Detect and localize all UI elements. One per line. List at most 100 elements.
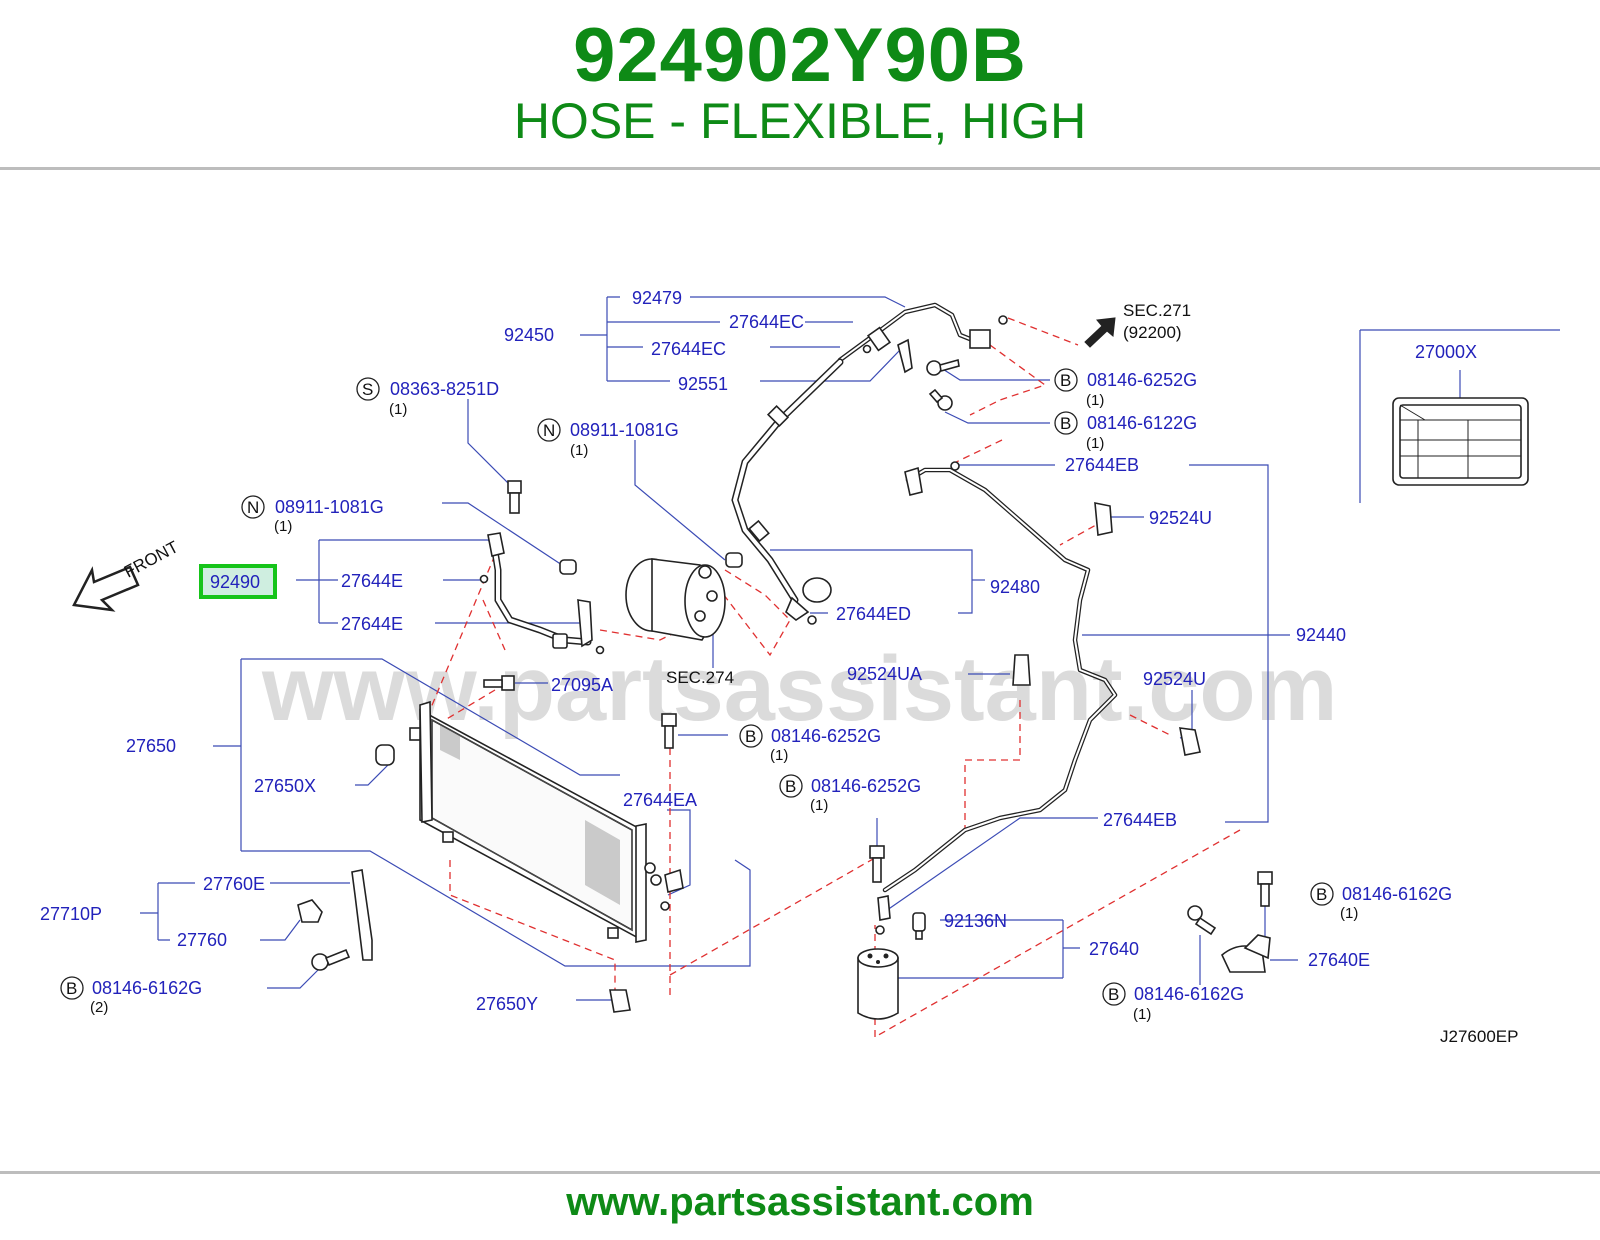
svg-text:(1): (1) [1086,392,1104,409]
bolt-icon [311,948,351,971]
callout-08911-1081G-a[interactable]: 08911-1081G [570,420,679,440]
part-number-title: 924902Y90B [573,13,1027,98]
front-label: FRONT [121,537,182,581]
callout-92490[interactable]: 92490 [210,572,260,592]
svg-text:(1): (1) [770,747,788,764]
svg-text:N: N [247,498,259,517]
badge-b [779,774,803,798]
callout-08146-6162G-a[interactable]: 08146-6162G [92,978,202,998]
callout-27650[interactable]: 27650 [126,736,176,756]
leader-lines [140,296,1560,1001]
callout-08146-6162G-b[interactable]: 08146-6162G [1342,884,1452,904]
callout-27644EC-a[interactable]: 27644EC [729,312,804,332]
svg-text:(1): (1) [1133,1006,1151,1023]
callout-08911-1081G-b[interactable]: 08911-1081G [275,497,384,517]
bolt-icon [928,388,953,411]
callout-08146-6122G[interactable]: 08146-6122G [1087,413,1197,433]
callout-27650X[interactable]: 27650X [254,776,316,796]
svg-text:(1): (1) [570,442,588,459]
callout-92524UA[interactable]: 92524UA [847,664,922,684]
callout-27644EA[interactable]: 27644EA [623,790,697,810]
svg-text:(1): (1) [389,401,407,418]
clip-icon [1012,654,1031,686]
parts-diagram: www.partsassistant.com [40,288,1560,1046]
footer-divider [0,1171,1600,1174]
svg-text:B: B [745,727,756,746]
callout-08146-6252G-c[interactable]: 08146-6252G [811,776,921,796]
callout-92480[interactable]: 92480 [990,577,1040,597]
badge-b [60,976,84,1000]
badge-b [739,724,763,748]
badge-b [1054,368,1078,392]
callout-92524U-a[interactable]: 92524U [1149,508,1212,528]
svg-text:(1): (1) [274,518,292,535]
badge-n [537,418,561,442]
callout-92450[interactable]: 92450 [504,325,554,345]
bolt-icon [507,480,522,514]
callout-08146-6252G-b[interactable]: 08146-6252G [771,726,881,746]
sensor-icon [297,899,323,923]
callout-27644EC-b[interactable]: 27644EC [651,339,726,359]
bracket-icon [351,869,373,961]
svg-text:B: B [66,979,77,998]
callout-92136N[interactable]: 92136N [944,911,1007,931]
washer-icon [559,559,577,575]
callout-27000X[interactable]: 27000X [1415,342,1477,362]
callout-27644ED[interactable]: 27644ED [836,604,911,624]
callout-27760E[interactable]: 27760E [203,874,265,894]
callout-08363-8251D[interactable]: 08363-8251D [390,379,499,399]
svg-text:B: B [1060,371,1071,390]
sec-274-label: SEC.274 [666,668,734,687]
callout-27644E-b[interactable]: 27644E [341,614,403,634]
callout-27644EB-a[interactable]: 27644EB [1065,455,1139,475]
highlight-box [199,564,277,599]
callout-92551[interactable]: 92551 [678,374,728,394]
clip-icon [1094,502,1113,536]
svg-text:B: B [1316,885,1327,904]
bolt-icon [1257,871,1273,907]
callout-27760[interactable]: 27760 [177,930,227,950]
bolt-icon [661,713,677,749]
callout-27095A[interactable]: 27095A [551,675,613,695]
bolt-icon [926,358,960,376]
callout-27650Y[interactable]: 27650Y [476,994,538,1014]
part-description: HOSE - FLEXIBLE, HIGH [513,93,1087,149]
badge-n [241,495,265,519]
washer-icon [725,552,743,568]
svg-text:B: B [785,777,796,796]
callout-27644E-a[interactable]: 27644E [341,571,403,591]
header-divider [0,167,1600,170]
svg-text:B: B [1060,414,1071,433]
callout-27640E[interactable]: 27640E [1308,950,1370,970]
sec-271-sub-label: (92200) [1123,323,1182,342]
compressor-icon [625,558,726,641]
callout-27640[interactable]: 27640 [1089,939,1139,959]
bolt-icon [483,675,515,691]
diagram-ref-code: J27600EP [1440,1027,1518,1046]
bolt-icon [869,845,885,883]
callout-92479[interactable]: 92479 [632,288,682,308]
footer-url[interactable]: www.partsassistant.com [566,1180,1034,1224]
callout-08146-6252G-a[interactable]: 08146-6252G [1087,370,1197,390]
clip-icon [1179,727,1201,756]
callout-92524U-b[interactable]: 92524U [1143,669,1206,689]
badge-b [1310,882,1334,906]
grommet-icon [609,989,631,1013]
callout-27644EB-b[interactable]: 27644EB [1103,810,1177,830]
header: 924902Y90B HOSE - FLEXIBLE, HIGH [0,0,1600,168]
callout-92440[interactable]: 92440 [1296,625,1346,645]
callout-27710P[interactable]: 27710P [40,904,102,924]
receiver-drier-icon [857,948,899,1020]
callout-08146-6162G-c[interactable]: 08146-6162G [1134,984,1244,1004]
bushing-icon [375,744,395,766]
badge-s [356,377,380,401]
label-plate-icon [1392,397,1529,486]
sec-271-label: SEC.271 [1123,301,1191,320]
badge-b [1054,411,1078,435]
svg-text:(1): (1) [1340,905,1358,922]
part-drawings [72,302,1529,1020]
pressure-switch-icon [912,912,926,940]
svg-text:S: S [362,380,373,399]
condenser-icon [409,700,662,943]
svg-text:(2): (2) [90,999,108,1016]
